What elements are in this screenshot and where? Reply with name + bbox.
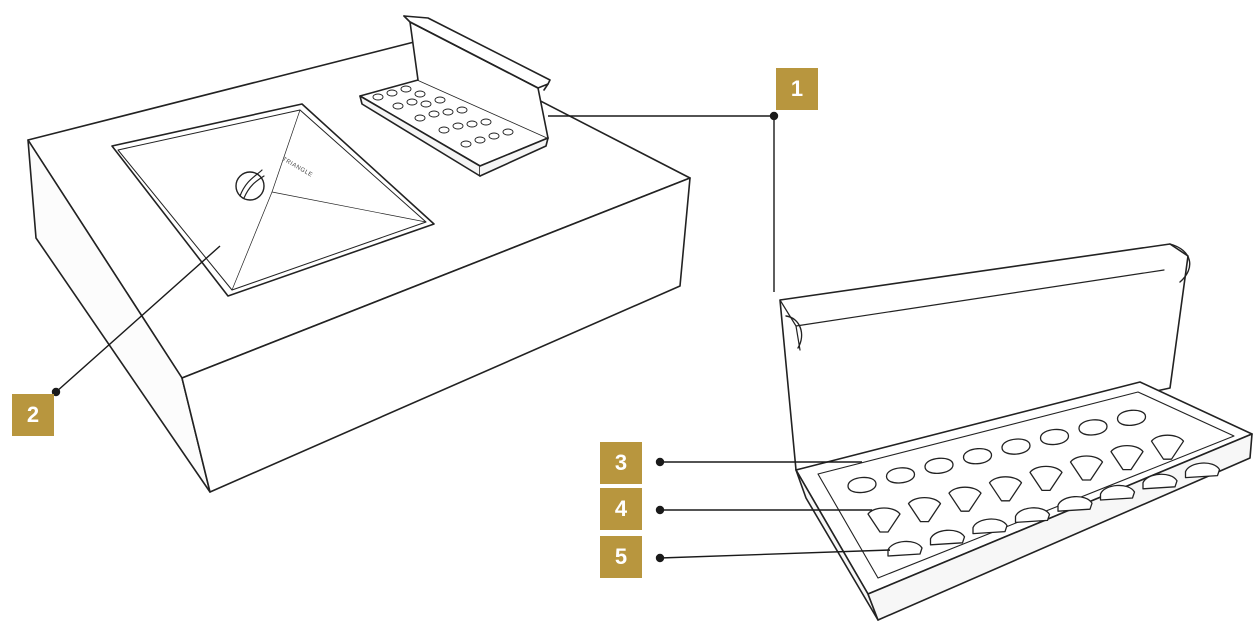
leader-line-5 [659, 549, 891, 559]
leader-lines [51, 111, 891, 563]
cavity-row-3 [1057, 496, 1093, 512]
callout-badge-4: 4 [600, 488, 642, 530]
cavity-row-2 [1150, 434, 1185, 460]
cavity-row-3 [1099, 484, 1136, 501]
callout-badge-3: 3 [600, 442, 642, 484]
leader-dot-3 [655, 457, 665, 467]
cavity-row-1 [1001, 438, 1031, 455]
cavity-row-1 [885, 467, 916, 484]
callout-badge-5: 5 [600, 536, 642, 578]
cavity-row-1 [1078, 419, 1108, 436]
leader-line-2 [55, 245, 221, 393]
open-cassette [779, 243, 1253, 621]
cavity-row-2 [1029, 465, 1063, 492]
cavity-row-2 [867, 507, 901, 533]
book-recess [111, 103, 435, 297]
leader-dot-5 [655, 553, 665, 563]
cavity-row-3 [887, 540, 923, 557]
leader-dot-2 [51, 387, 61, 397]
cavity-row-1 [847, 476, 877, 494]
leader-dot-4 [655, 505, 665, 515]
callout-badge-1: 1 [776, 68, 818, 110]
cavity-row-3 [1014, 507, 1051, 524]
cavity-row-1 [924, 457, 954, 474]
cavity-row-1 [962, 448, 993, 465]
cavity-row-1 [1116, 409, 1147, 426]
presentation-box [27, 39, 691, 493]
cavity-row-2 [948, 486, 982, 512]
cavity-row-2 [1069, 455, 1104, 481]
cavity-row-1 [1039, 428, 1070, 446]
cavity-row-2 [988, 476, 1023, 502]
cavity-row-3 [1142, 473, 1178, 490]
cavity-row-3 [1184, 462, 1221, 479]
cavity-row-3 [972, 518, 1008, 535]
small-cassette [359, 15, 551, 177]
callout-badge-2: 2 [12, 394, 54, 436]
cavity-row-2 [907, 496, 942, 523]
cavity-row-3 [929, 529, 966, 546]
leader-dot-1 [769, 111, 779, 121]
cavity-row-2 [1110, 444, 1144, 471]
